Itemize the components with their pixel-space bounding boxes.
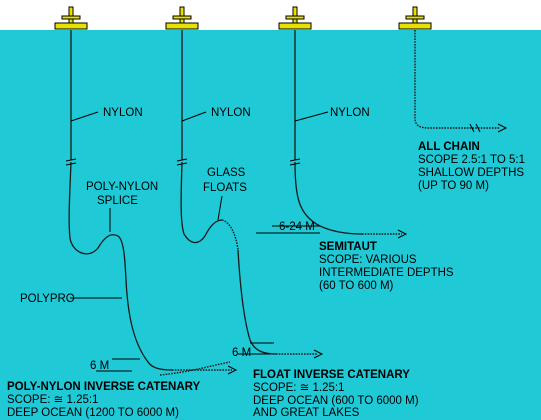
semitaut-depth-2: (60 TO 600 M) [319, 280, 394, 292]
all-chain-depth-2: (UP TO 90 M) [418, 180, 489, 192]
buoy-3 [278, 6, 312, 30]
leader-lines [70, 111, 329, 372]
all-chain-title: ALL CHAIN [418, 141, 480, 153]
label-depth-6m-a: 6 M [90, 360, 109, 372]
semitaut-scope: SCOPE: VARIOUS [319, 254, 417, 266]
poly-nylon-title: POLY-NYLON INVERSE CATENARY [7, 381, 201, 393]
label-nylon-3: NYLON [330, 107, 370, 119]
semitaut-title: SEMITAUT [319, 241, 377, 253]
mooring-line-poly-nylon [65, 30, 238, 375]
poly-nylon-scope: SCOPE: ≅ 1.25:1 [7, 394, 98, 406]
label-nylon-1: NYLON [103, 107, 143, 119]
water-body [0, 30, 541, 420]
mooring-line-all-chain [414, 30, 508, 133]
mooring-line-float [159, 30, 324, 376]
float-depth-1: DEEP OCEAN (600 TO 6000 M) [253, 395, 419, 407]
all-chain-depth-1: SHALLOW DEPTHS [418, 167, 524, 179]
semitaut-depth-1: INTERMEDIATE DEPTHS [319, 267, 454, 279]
float-title: FLOAT INVERSE CATENARY [253, 369, 410, 381]
label-glass-line-1: GLASS [207, 167, 246, 179]
label-depth-6m-b: 6 M [232, 347, 251, 359]
buoy-1 [54, 6, 88, 30]
buoy-2 [165, 6, 199, 30]
float-depth-2: AND GREAT LAKES [253, 407, 360, 419]
label-splice-line-1: POLY-NYLON [86, 181, 158, 193]
label-depth-6-24m: 6-24 M [279, 221, 315, 233]
poly-nylon-depth-1: DEEP OCEAN (1200 TO 6000 M) [7, 407, 179, 419]
label-splice-line-2: SPLICE [97, 195, 138, 207]
buoy-4 [398, 6, 432, 30]
label-glass-line-2: FLOATS [203, 182, 247, 194]
label-polypro: POLYPRO [20, 293, 75, 305]
all-chain-scope: SCOPE 2.5:1 TO 5:1 [418, 154, 525, 166]
float-scope: SCOPE: ≅ 1.25:1 [253, 382, 344, 394]
label-nylon-2: NYLON [211, 107, 251, 119]
